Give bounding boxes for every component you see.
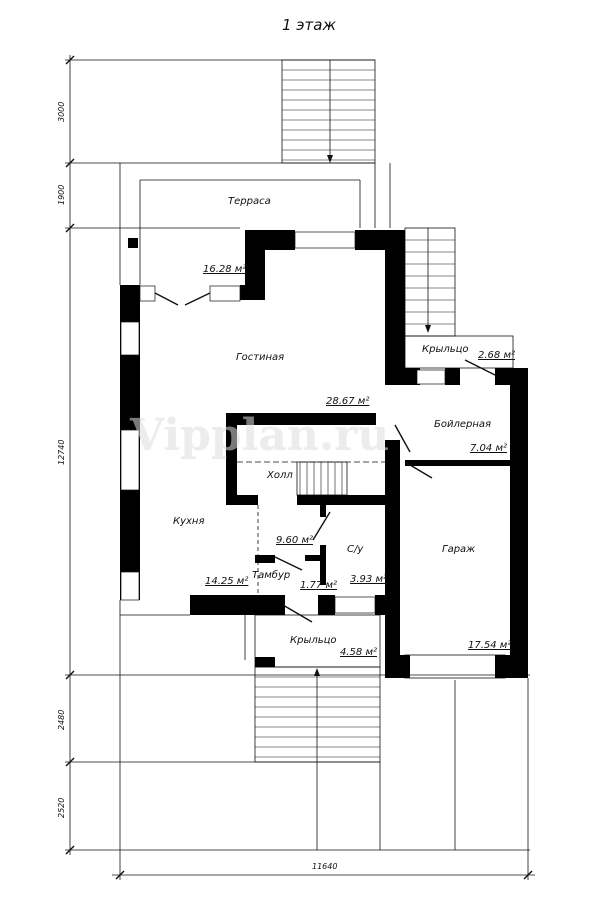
area-living: 28.67 м² [326, 396, 369, 407]
dim-3000: 3000 [57, 102, 66, 122]
area-porch-front: 4.58 м² [340, 647, 377, 658]
room-boiler: Бойлерная [434, 419, 491, 430]
room-living: Гостиная [236, 352, 284, 363]
dim-2520: 2520 [57, 798, 66, 818]
area-hall: 9.60 м² [276, 535, 313, 546]
room-garage: Гараж [442, 544, 475, 555]
stair-treads [255, 69, 455, 758]
room-hall: Холл [266, 470, 293, 481]
area-vestibule: 1.77 м² [300, 580, 337, 591]
dimension-lines [65, 55, 535, 880]
area-kitchen: 14.25 м² [205, 576, 248, 587]
door-swings [154, 292, 496, 623]
walls [120, 230, 528, 678]
dim-2480: 2480 [57, 710, 66, 730]
watermark: Vipplan.ru [129, 410, 389, 461]
page-title: 1 этаж [282, 16, 336, 34]
area-wc: 3.93 м² [350, 574, 387, 585]
room-porch-side: Крыльцо [422, 344, 469, 355]
area-porch-side: 2.68 м² [478, 350, 515, 361]
room-porch-front: Крыльцо [290, 635, 337, 646]
dimension-labels: 3000 1900 12740 2480 2520 11640 [57, 102, 337, 871]
area-terrace: 16.28 м² [203, 264, 246, 275]
dim-1900: 1900 [57, 185, 66, 205]
room-kitchen: Кухня [173, 516, 205, 527]
area-boiler: 7.04 м² [470, 443, 507, 454]
room-labels: Терраса 16.28 м² Гостиная 28.67 м² Крыль… [173, 196, 515, 658]
dim-11640: 11640 [312, 862, 337, 871]
area-garage: 17.54 м² [468, 640, 511, 651]
room-terrace: Терраса [228, 196, 271, 207]
dim-12740: 12740 [57, 440, 66, 465]
room-vestibule: Тамбур [252, 569, 290, 581]
room-wc: С/у [347, 544, 364, 555]
